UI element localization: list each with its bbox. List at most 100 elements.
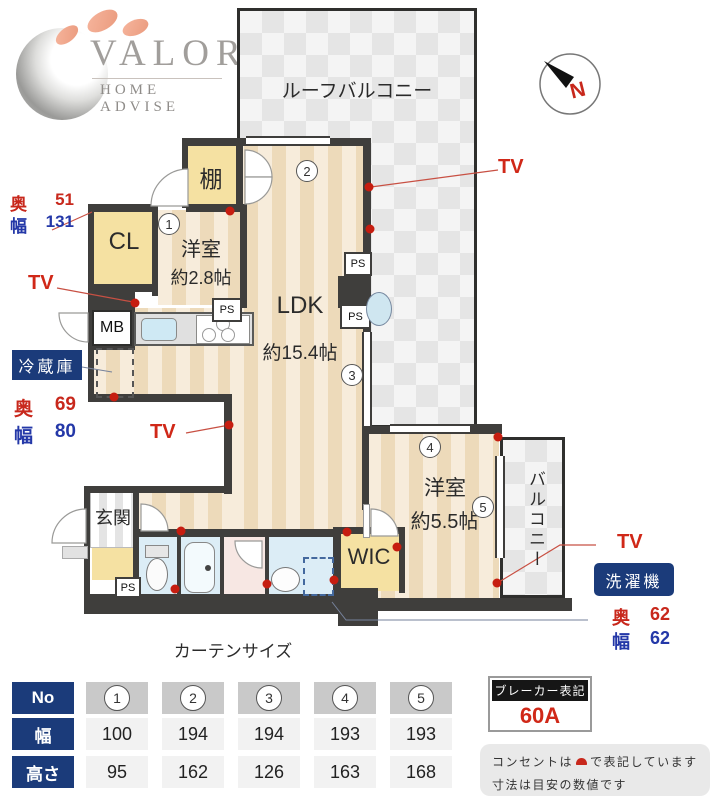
marker-number: 4	[426, 439, 434, 455]
compass-north-label: N	[568, 78, 588, 104]
width-cell-5: 193	[390, 718, 452, 750]
door-leaf	[363, 504, 370, 538]
marker-number: 5	[479, 499, 487, 515]
meter-box: MB	[92, 310, 132, 346]
washbasin-icon	[271, 567, 300, 592]
width-value: 80	[54, 421, 76, 442]
shelf-label: 棚	[199, 166, 223, 192]
depth-value: 62	[649, 604, 670, 624]
door-arc	[58, 312, 89, 343]
outlet-marker	[170, 584, 180, 594]
door-arc	[244, 149, 273, 178]
window	[495, 456, 505, 558]
wall	[88, 204, 152, 212]
col-number: 3	[256, 685, 282, 711]
room2-label: 洋室	[424, 477, 466, 500]
outlet-marker	[492, 578, 502, 588]
washer-leader-line	[331, 601, 588, 621]
room1-label: 洋室	[181, 239, 221, 261]
wall	[182, 138, 242, 146]
ps-label: PS	[120, 581, 136, 594]
washer-depth-dim: 奥 62	[612, 604, 670, 630]
logo-subtitle: HOME ADVISE	[100, 82, 179, 115]
table-col-4: 4	[314, 682, 376, 714]
outlet-symbol-icon	[576, 758, 588, 765]
depth-value: 51	[55, 190, 74, 209]
curtain-table-title: カーテンサイズ	[173, 642, 293, 661]
logo-title: VALOR	[90, 33, 248, 74]
height-cell-5: 168	[390, 756, 452, 788]
width-cell-1: 100	[86, 718, 148, 750]
outlet-marker	[364, 182, 374, 192]
outlet-marker	[109, 392, 119, 402]
door-arcs	[51, 149, 399, 569]
outlet-markers	[109, 182, 503, 594]
col-number: 5	[408, 685, 434, 711]
breaker-box: ブレーカー表記 60A	[488, 676, 592, 732]
wall	[363, 424, 371, 434]
width-cell-2: 194	[162, 718, 224, 750]
balcony-label: バルコニー	[526, 470, 545, 570]
company-logo: VALOR HOME ADVISE	[8, 4, 241, 120]
width-value: 62	[649, 628, 670, 648]
shelf-floor	[184, 144, 238, 208]
note-line-2: 寸法は目安の数値です	[492, 777, 628, 792]
entrance-floor	[90, 492, 137, 548]
depth-label: 奥	[612, 608, 630, 628]
wall	[378, 598, 572, 611]
pillar	[338, 276, 371, 308]
logo-divider	[92, 78, 222, 79]
wall	[152, 204, 158, 296]
tv-outlet-label: TV	[28, 272, 54, 294]
wall	[399, 529, 405, 593]
tv-line	[56, 287, 134, 303]
wall	[240, 204, 247, 308]
width-label: 幅	[14, 426, 34, 447]
washer-label: 洗濯機	[594, 563, 674, 596]
meter-box-label: MB	[100, 319, 124, 336]
wall	[84, 594, 340, 614]
wall	[362, 426, 369, 510]
toilet-tank	[145, 545, 169, 558]
closet-floor	[94, 210, 154, 288]
room1-size-label: 約2.8帖	[170, 268, 232, 288]
depth-value: 69	[54, 394, 76, 415]
drain-icon	[205, 565, 211, 571]
shoe-cabinet	[92, 548, 136, 580]
wic-label: WIC	[347, 544, 391, 569]
wall	[468, 424, 502, 434]
breaker-value: 60A	[519, 703, 561, 728]
tv-outlet-label: TV	[498, 156, 524, 178]
tv-line	[185, 425, 225, 434]
breaker-header: ブレーカー表記	[492, 680, 588, 701]
closet-label: CL	[108, 228, 140, 255]
table-header-no: No	[12, 682, 74, 714]
tv-line	[498, 544, 596, 583]
room2-size-label: 約5.5帖	[410, 511, 479, 533]
compass: N	[539, 53, 601, 115]
wall	[133, 492, 139, 598]
wall	[88, 284, 154, 292]
wall	[224, 394, 232, 494]
height-cell-3: 126	[238, 756, 300, 788]
table-col-3: 3	[238, 682, 300, 714]
toilet-icon	[146, 558, 168, 591]
wall	[177, 535, 181, 597]
col-number: 1	[104, 685, 130, 711]
width-cell-4: 193	[314, 718, 376, 750]
ps-label: PS	[219, 304, 235, 316]
leader-lines	[81, 366, 588, 621]
table-col-1: 1	[86, 682, 148, 714]
marker-number: 3	[348, 367, 356, 383]
col-number: 2	[180, 685, 206, 711]
ldk-size-label: 約15.4帖	[262, 343, 338, 364]
door-arc	[370, 508, 399, 537]
wall	[265, 535, 269, 597]
marker-number: 2	[303, 163, 311, 179]
roof-balcony-label: ルーフバルコニー	[281, 81, 433, 102]
water-heater-icon	[366, 292, 392, 326]
width-cell-3: 194	[238, 718, 300, 750]
wall	[328, 138, 371, 146]
